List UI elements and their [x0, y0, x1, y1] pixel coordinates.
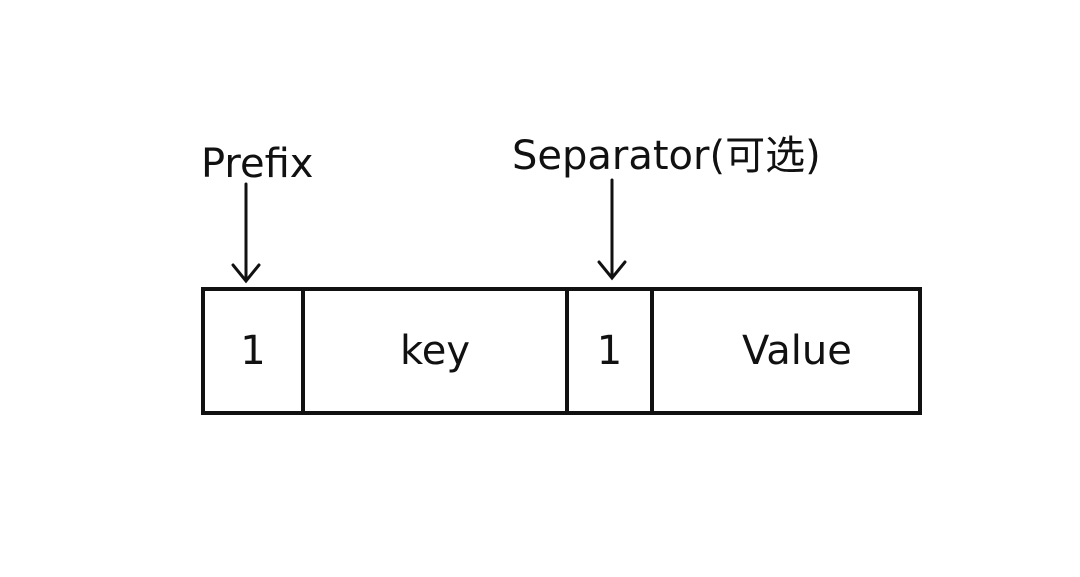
- separator-field-text: 1: [596, 328, 623, 374]
- record-box: 1 key 1 Value: [201, 287, 922, 415]
- separator-arrow: [597, 178, 627, 281]
- prefix-field: 1: [205, 291, 301, 411]
- value-field-text: Value: [742, 328, 852, 374]
- separator-field: 1: [565, 291, 650, 411]
- value-field: Value: [650, 291, 918, 411]
- key-field: key: [301, 291, 565, 411]
- separator-label: Separator(可选): [512, 133, 821, 179]
- prefix-label: Prefix: [201, 141, 314, 187]
- key-field-text: key: [399, 328, 471, 374]
- prefix-arrow: [231, 182, 261, 284]
- prefix-field-text: 1: [240, 328, 266, 374]
